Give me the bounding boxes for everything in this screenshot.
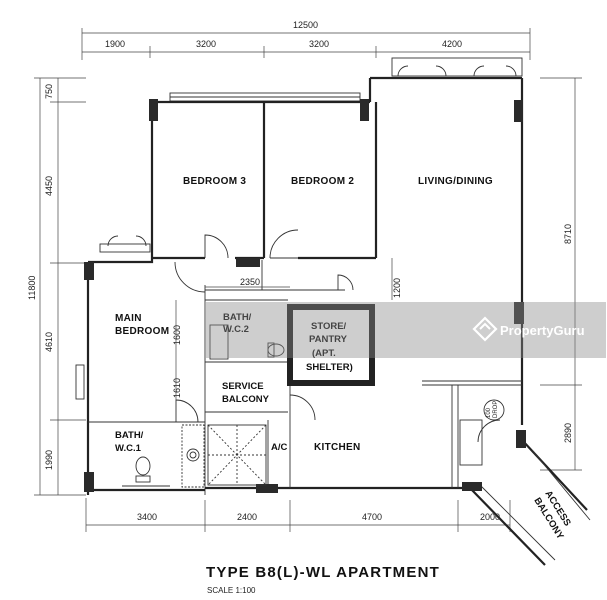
dim-inner-2350: 2350 xyxy=(240,277,260,287)
dim-right-8710: 8710 xyxy=(563,224,573,244)
walls xyxy=(86,76,591,566)
watermark-band xyxy=(206,302,606,358)
plan-title: TYPE B8(L)-WL APARTMENT xyxy=(206,564,440,581)
label-bath2-line2: W.C.2 xyxy=(223,324,249,335)
dim-inner-1200: 1200 xyxy=(392,278,402,298)
label-service-balcony-line1: SERVICE xyxy=(222,381,264,392)
dim-left-4450: 4450 xyxy=(44,176,54,196)
service-hatch xyxy=(207,424,267,486)
dim-left-11800: 11800 xyxy=(27,276,37,300)
label-store-line2: PANTRY xyxy=(309,334,348,345)
room-labels: BEDROOM 3 BEDROOM 2 LIVING/DINING MAIN B… xyxy=(115,176,573,542)
dim-overall-width: 12500 xyxy=(293,20,318,30)
label-bath1-line1: BATH/ xyxy=(115,430,144,441)
right-dimensions: 8710 2890 xyxy=(540,77,582,471)
dim-right-2890: 2890 xyxy=(563,423,573,443)
top-dimensions: 12500 1900 3200 3200 4200 xyxy=(81,20,531,60)
label-kitchen: KITCHEN xyxy=(314,442,361,453)
dim-bottom-4: 2000 xyxy=(480,512,500,522)
label-main-bedroom-line1: MAIN xyxy=(115,313,142,324)
dim-bottom-2: 2400 xyxy=(237,512,257,522)
label-bath1-line2: W.C.1 xyxy=(115,443,142,454)
watermark: PropertyGuru xyxy=(206,302,606,358)
dim-top-2: 3200 xyxy=(196,39,216,49)
dim-left-4610: 4610 xyxy=(44,332,54,352)
label-store-line4: SHELTER) xyxy=(306,362,353,373)
dim-inner-1610: 1610 xyxy=(172,378,182,398)
fixtures xyxy=(122,324,505,488)
label-refuse-line2: DROP xyxy=(493,401,499,418)
watermark-text: PropertyGuru xyxy=(500,323,585,338)
dim-top-3: 3200 xyxy=(309,39,329,49)
label-store-line1: STORE/ xyxy=(311,321,347,332)
label-ac: A/C xyxy=(271,442,288,453)
dim-bottom-3: 4700 xyxy=(362,512,382,522)
dim-left-1990: 1990 xyxy=(44,450,54,470)
left-dimensions: 750 4450 11800 4610 1990 xyxy=(27,77,86,496)
label-refuse-line1: 100 xyxy=(486,407,492,418)
bottom-dimensions: 3400 2400 4700 2000 xyxy=(85,498,511,532)
inner-dimensions: 1600 1610 2350 1200 xyxy=(172,258,402,412)
label-store-line3: (APT. xyxy=(312,348,336,359)
label-living-dining: LIVING/DINING xyxy=(418,176,493,187)
windows xyxy=(75,57,523,400)
label-service-balcony-line2: BALCONY xyxy=(222,394,270,405)
label-main-bedroom-line2: BEDROOM xyxy=(115,326,169,337)
label-bedroom-3: BEDROOM 3 xyxy=(183,176,246,187)
propertyguru-logo-icon xyxy=(472,316,498,342)
dim-top-4: 4200 xyxy=(442,39,462,49)
dim-inner-1600: 1600 xyxy=(172,325,182,345)
dim-left-750: 750 xyxy=(44,84,54,99)
dim-bottom-1: 3400 xyxy=(137,512,157,522)
columns xyxy=(84,99,526,493)
label-bath2-line1: BATH/ xyxy=(223,312,252,323)
label-bedroom-2: BEDROOM 2 xyxy=(291,176,354,187)
plan-scale: SCALE 1:100 xyxy=(207,586,256,595)
dim-top-1: 1900 xyxy=(105,39,125,49)
store-shelter-walls xyxy=(287,304,375,386)
